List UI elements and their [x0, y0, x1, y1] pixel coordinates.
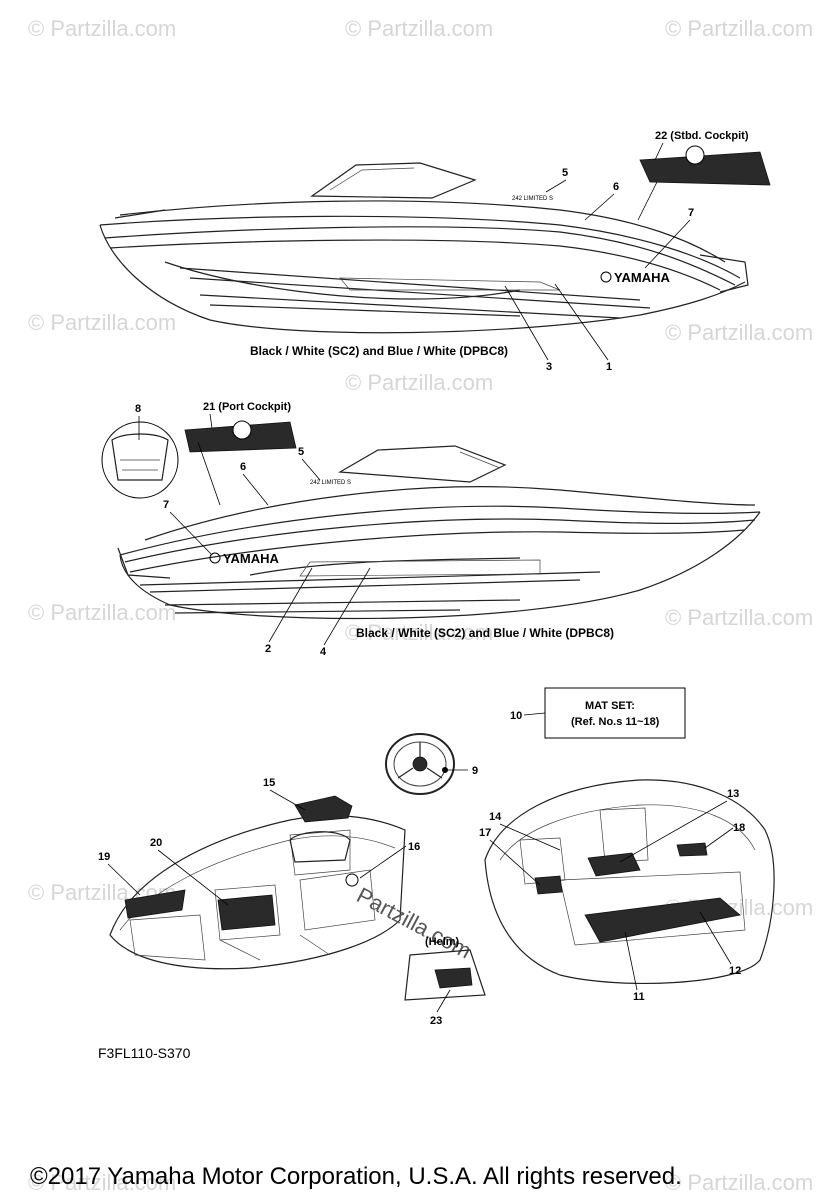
hull-outline — [99, 224, 746, 334]
callout-3: 3 — [546, 361, 552, 373]
watermark: © Partzilla.com — [28, 1170, 176, 1195]
hull-outline — [119, 511, 761, 620]
figure-code: F3FL110-S370 — [98, 1045, 191, 1061]
label-port-cockpit: 21 (Port Cockpit) — [203, 401, 291, 413]
helm-decal: (Helm) 23 — [404, 936, 486, 1027]
watermark: © Partzilla.com — [345, 620, 493, 645]
callout-2: 2 — [265, 643, 271, 655]
port-hull-view: 242 LIMITED S YAMAHA — [117, 445, 761, 620]
watermark: © Partzilla.com — [28, 600, 176, 625]
mat-13 — [587, 852, 641, 877]
bottom-callouts: 6 5 7 2 4 Black / White (SC2) and Blue /… — [163, 441, 614, 658]
callout-11: 11 — [633, 991, 645, 1003]
callout-6: 6 — [613, 181, 619, 193]
brand-logo: YAMAHA — [223, 551, 279, 566]
callout-7: 7 — [163, 499, 169, 511]
callout-15: 15 — [263, 777, 275, 789]
callout-7: 7 — [688, 207, 694, 219]
watermark: © Partzilla.com — [28, 16, 176, 41]
mat-set-box: MAT SET: (Ref. No.s 11~18) 10 — [510, 687, 686, 739]
yamaha-emblem-icon — [209, 552, 221, 564]
windshield — [310, 162, 477, 199]
mat-15 — [294, 795, 353, 823]
watermark: © Partzilla.com — [345, 16, 493, 41]
callout-5: 5 — [298, 446, 304, 458]
helm-pad-icon — [345, 873, 359, 887]
steering-wheel: 9 — [385, 733, 478, 795]
callout-9: 9 — [472, 765, 478, 777]
callout-8: 8 — [135, 403, 141, 415]
port-cockpit-decal: 21 (Port Cockpit) — [184, 401, 297, 453]
stern-interior-view: 14 13 17 18 12 11 — [479, 779, 775, 1003]
top-color-caption: Black / White (SC2) and Blue / White (DP… — [250, 344, 508, 358]
callout-13: 13 — [727, 788, 739, 800]
callout-1: 1 — [606, 361, 612, 373]
mat-18 — [676, 842, 708, 857]
watermark-layer: © Partzilla.com © Partzilla.com © Partzi… — [28, 16, 813, 1195]
watermark: © Partzilla.com — [665, 1170, 813, 1195]
callout-19: 19 — [98, 851, 110, 863]
callout-14: 14 — [489, 811, 502, 823]
deck-line — [144, 486, 756, 541]
watermark: © Partzilla.com — [665, 320, 813, 345]
wheel-emblem-icon — [442, 767, 448, 773]
bottom-color-caption: Black / White (SC2) and Blue / White (DP… — [356, 626, 614, 640]
callout-6: 6 — [240, 461, 246, 473]
callout-16: 16 — [408, 841, 420, 853]
brand-logo: YAMAHA — [614, 270, 670, 285]
callout-5: 5 — [562, 167, 568, 179]
interior-outline — [109, 815, 406, 970]
callout-17: 17 — [479, 827, 491, 839]
yamaha-emblem-icon — [600, 271, 612, 283]
callout-10: 10 — [510, 710, 522, 722]
stbd-cockpit-decal: 22 (Stbd. Cockpit) — [639, 130, 771, 186]
mat-set-title: MAT SET: — [585, 700, 635, 712]
watermark: © Partzilla.com — [665, 605, 813, 630]
hull-graphic-panel — [339, 277, 561, 291]
callout-18: 18 — [733, 822, 745, 834]
watermark: © Partzilla.com — [28, 310, 176, 335]
model-badge: 242 LIMITED S — [512, 196, 553, 202]
starboard-hull-view: 242 LIMITED S YAMAHA — [99, 162, 749, 334]
bow-interior-view: 15 20 16 19 — [98, 777, 420, 970]
helm-label: (Helm) — [425, 936, 460, 948]
label-stbd-cockpit: 22 (Stbd. Cockpit) — [655, 130, 749, 142]
mat-19 — [124, 889, 186, 919]
watermark: © Partzilla.com — [345, 370, 493, 395]
mat-20 — [217, 894, 276, 931]
interior-outline — [484, 779, 775, 984]
watermark: © Partzilla.com — [665, 16, 813, 41]
hull-graphic-panel — [299, 559, 541, 577]
copyright-notice: ©2017 Yamaha Motor Corporation, U.S.A. A… — [30, 1163, 682, 1190]
callout-4: 4 — [320, 646, 327, 658]
cockpit-light-icon — [232, 420, 252, 440]
mat-11 — [584, 897, 741, 943]
callout-20: 20 — [150, 837, 162, 849]
windshield — [338, 445, 507, 483]
cockpit-light-icon — [685, 145, 705, 165]
bow-decal-inset: 8 — [101, 403, 179, 499]
mat-17 — [534, 875, 563, 895]
callout-23: 23 — [430, 1015, 442, 1027]
model-badge: 242 LIMITED S — [310, 480, 351, 486]
mat-set-subtitle: (Ref. No.s 11~18) — [571, 716, 660, 728]
callout-12: 12 — [729, 965, 741, 977]
top-callouts: 5 6 7 3 1 Black / White (SC2) and Blue /… — [250, 167, 694, 373]
